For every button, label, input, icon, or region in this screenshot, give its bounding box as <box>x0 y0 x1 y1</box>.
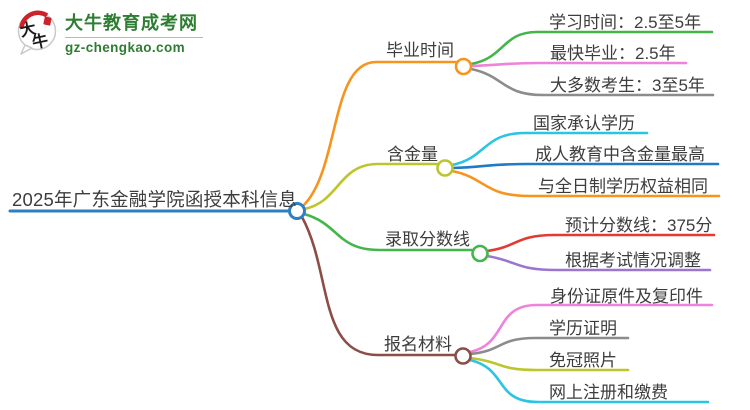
leaf-most-candidates-label[interactable]: 大多数考生：3至5年 <box>550 76 705 95</box>
speech-bubble-tail <box>20 44 33 55</box>
trunk-graduation-time <box>301 60 458 208</box>
logo-divider <box>65 36 203 38</box>
branch-graduation-time-label[interactable]: 毕业时间 <box>386 41 454 60</box>
logo-badge-art: 大 牛 <box>17 10 57 55</box>
logo-badge-char-2: 牛 <box>30 31 50 53</box>
leaf-fastest-graduation-label[interactable]: 最快毕业：2.5年 <box>550 44 676 63</box>
leaf-id-card-label[interactable]: 身份证原件及复印件 <box>550 287 703 306</box>
logo-domain: gz-chengkao.com <box>65 39 186 55</box>
leaf-highest-value-label[interactable]: 成人教育中含金量最高 <box>535 145 705 164</box>
leaf-online-register-label[interactable]: 网上注册和缴费 <box>549 383 668 402</box>
edge-id-card <box>468 303 714 354</box>
leaf-expected-score-label[interactable]: 预计分数线：375分 <box>565 216 713 235</box>
leaf-state-recognized-label[interactable]: 国家承认学历 <box>533 114 635 133</box>
root-node-handle[interactable] <box>288 202 306 220</box>
graduation-time-handle[interactable] <box>454 57 473 76</box>
edge-fastest-graduation <box>469 61 688 68</box>
leaf-study-time-label[interactable]: 学习时间：2.5至5年 <box>549 13 702 32</box>
edge-study-time <box>469 30 714 66</box>
logo-title: 大牛教育成考网 <box>65 13 198 33</box>
branch-application-materials-label[interactable]: 报名材料 <box>384 335 452 354</box>
logo-text-block: 大牛教育成考网 gz-chengkao.com <box>65 10 203 55</box>
branch-admission-score-label[interactable]: 录取分数线 <box>385 230 470 249</box>
edge-diploma-proof <box>468 336 630 356</box>
edge-most-candidates <box>469 67 715 97</box>
trunk-value <box>302 162 439 211</box>
edge-state-recognized <box>450 131 649 167</box>
trunk-admission-score <box>302 212 474 252</box>
leaf-diploma-proof-label[interactable]: 学历证明 <box>549 319 617 338</box>
logo-badge: 大 牛 <box>16 10 58 56</box>
leaf-adjusted-by-exam-label[interactable]: 根据考试情况调整 <box>565 251 701 270</box>
edge-expected-score <box>485 233 716 253</box>
edge-same-rights <box>450 169 721 198</box>
logo-red-arc <box>19 10 49 29</box>
site-logo[interactable]: 大 牛 大牛教育成考网 gz-chengkao.com <box>16 10 203 56</box>
edge-online-register <box>468 358 710 404</box>
leaf-photo-label[interactable]: 免冠照片 <box>549 351 617 370</box>
leaf-same-rights-label[interactable]: 与全日制学历权益相同 <box>538 177 708 196</box>
application-materials-handle[interactable] <box>454 347 472 365</box>
logo-badge-char-1: 大 <box>18 19 38 41</box>
admission-score-handle[interactable] <box>471 244 489 263</box>
value-handle[interactable] <box>436 159 454 177</box>
edge-photo <box>468 356 630 372</box>
edge-highest-value <box>450 162 720 170</box>
logo-seal-icon <box>43 16 52 26</box>
branch-value-label[interactable]: 含金量 <box>387 145 438 164</box>
edge-adjusted-by-exam <box>485 254 712 272</box>
trunk-application-materials <box>300 215 457 357</box>
root-node-label[interactable]: 2025年广东金融学院函授本科信息 <box>12 189 298 210</box>
